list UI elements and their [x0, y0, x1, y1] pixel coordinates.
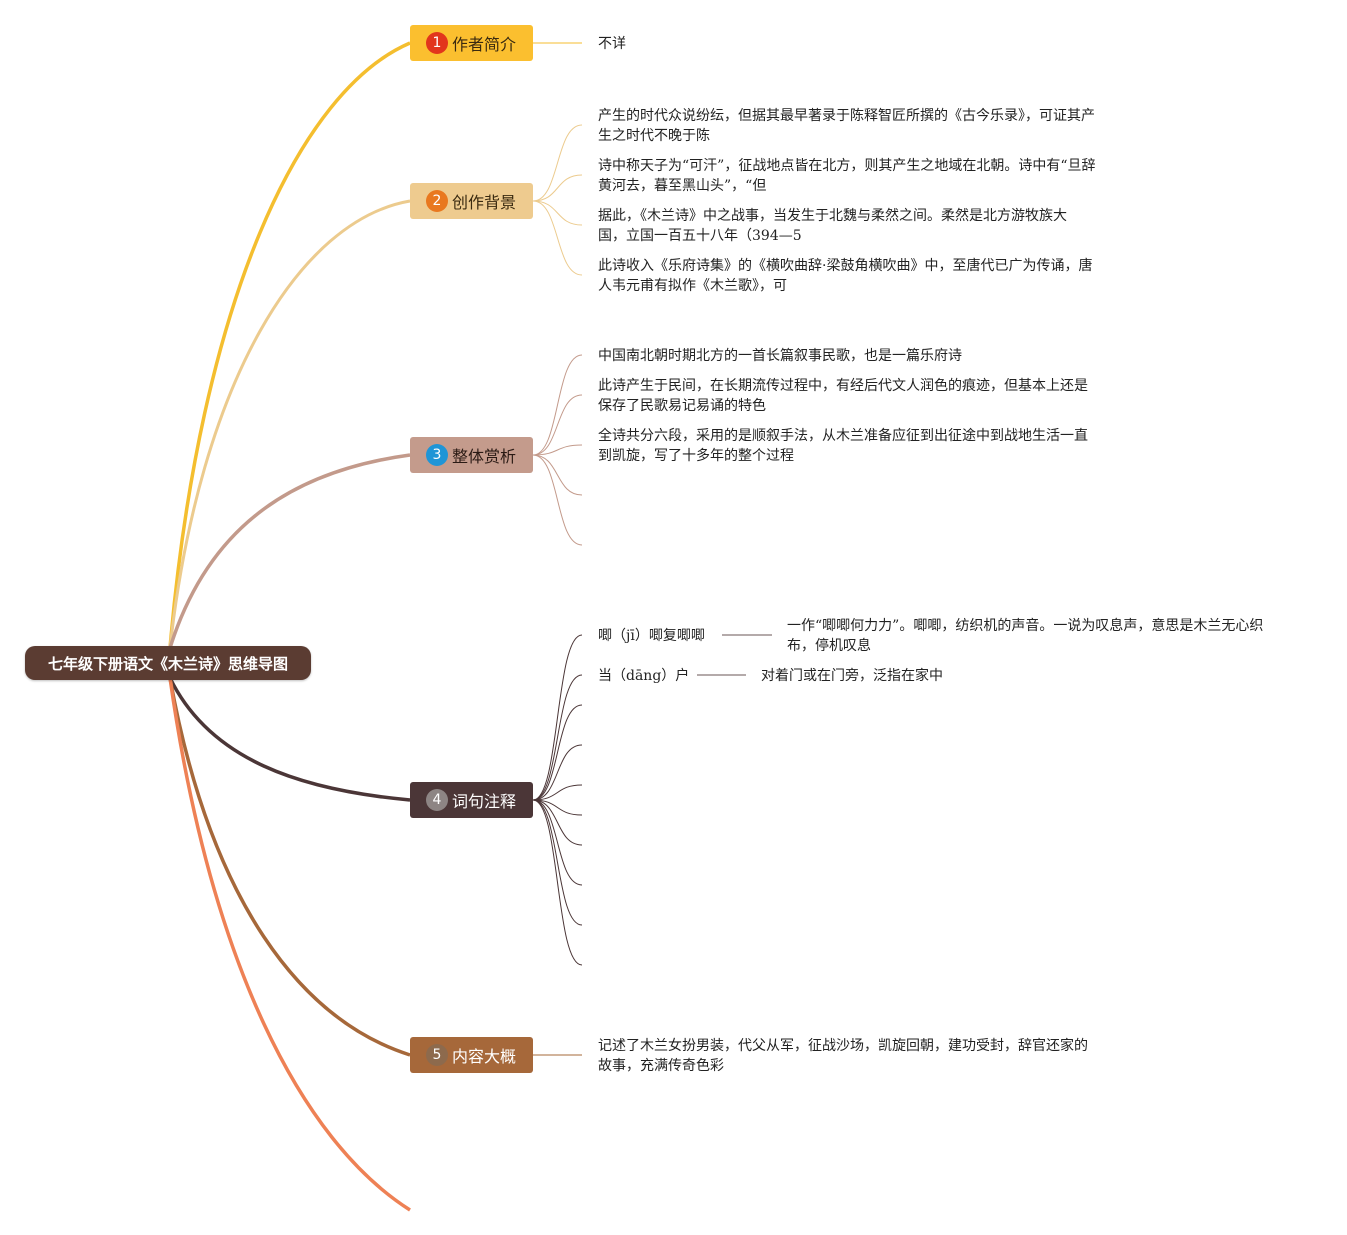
leaf-line [532, 454, 583, 546]
leaf-line [532, 674, 583, 801]
leaf-text[interactable]: 全诗共分六段，采用的是顺叙手法，从木兰准备应征到出征途中到战地生活一直到凯旋，写… [598, 428, 1088, 464]
leaf-text[interactable]: 产生的时代众说纷纭，但据其最早著录于陈释智匠所撰的《古今乐录》，可证其产生之时代… [598, 108, 1095, 144]
branch-line-2 [168, 199, 411, 649]
branch-label: 词句注释 [452, 792, 517, 811]
term-text[interactable]: 唧（jī）唧复唧唧 [598, 628, 705, 644]
leaf-text[interactable]: 中国南北朝时期北方的一首长篇叙事民歌，也是一篇乐府诗 [598, 348, 962, 364]
leaf-line [532, 174, 583, 202]
branch-line-1 [168, 41, 411, 649]
branch-label: 内容大概 [452, 1047, 517, 1066]
branch-label: 作者简介 [452, 35, 517, 54]
branch-appreciation[interactable]: 3 整体赏析 [410, 437, 533, 473]
leaf-text[interactable]: 此诗产生于民间，在长期流传过程中，有经后代文人润色的痕迹，但基本上还是保存了民歌… [598, 378, 1088, 414]
number-1-icon: 1 [426, 32, 448, 54]
number-2-icon: 2 [426, 190, 448, 212]
definition-text[interactable]: 一作“唧唧何力力”。唧唧，纺织机的声音。一说为叹息声，意思是木兰无心织布，停机叹… [787, 618, 1264, 654]
leaf-text[interactable]: 据此，《木兰诗》中之战事，当发生于北魏与柔然之间。柔然是北方游牧族大国，立国一百… [598, 208, 1067, 244]
leaf-line [532, 354, 583, 456]
leaf-line [532, 799, 583, 926]
leaf-line [532, 200, 583, 276]
branch-line-5 [168, 677, 411, 1057]
branch-label: 整体赏析 [452, 447, 517, 466]
leaf-line [532, 799, 583, 846]
definition-text[interactable]: 对着门或在门旁，泛指在家中 [761, 668, 943, 684]
branch-label: 创作背景 [452, 193, 517, 212]
branch-background[interactable]: 2 创作背景 [410, 183, 533, 219]
leaf-line [532, 704, 583, 801]
branch-author-intro[interactable]: 1 作者简介 [410, 25, 533, 61]
leaf-line [532, 444, 583, 456]
leaf-line [532, 784, 583, 801]
root-title: 七年级下册语文《木兰诗》思维导图 [47, 654, 288, 673]
branch-annotations[interactable]: 4 词句注释 [410, 782, 533, 818]
leaf-text[interactable]: 此诗收入《乐府诗集》的《横吹曲辞·梁鼓角横吹曲》中，至唐代已广为传诵，唐人韦元甫… [598, 258, 1093, 294]
branch-summary[interactable]: 5 内容大概 [410, 1037, 533, 1073]
leaf-text[interactable]: 诗中称天子为“可汗”，征战地点皆在北方，则其产生之地域在北朝。诗中有“旦辞黄河去… [598, 158, 1096, 194]
term-text[interactable]: 当（dāng）户 [598, 668, 690, 684]
leaf-line [532, 799, 583, 966]
leaf-text[interactable]: 记述了木兰女扮男装，代父从军，征战沙场，凯旋回朝，建功受封，辞官还家的故事，充满… [598, 1038, 1088, 1074]
leaf-line [532, 634, 583, 801]
number-5-icon: 5 [426, 1044, 448, 1066]
branch-line-6 [168, 677, 411, 1212]
leaf-line [532, 454, 583, 496]
branch-line-3 [168, 453, 411, 649]
leaf-line [532, 124, 583, 202]
number-3-icon: 3 [426, 444, 448, 466]
leaf-text[interactable]: 不详 [598, 36, 626, 52]
number-4-icon: 4 [426, 789, 448, 811]
leaf-line [532, 200, 583, 226]
leaf-line [532, 799, 583, 816]
root-topic[interactable]: 七年级下册语文《木兰诗》思维导图 [25, 646, 311, 680]
leaf-line [532, 394, 583, 456]
branch-line-4 [168, 677, 411, 802]
leaf-line [532, 799, 583, 886]
leaf-line [532, 744, 583, 801]
